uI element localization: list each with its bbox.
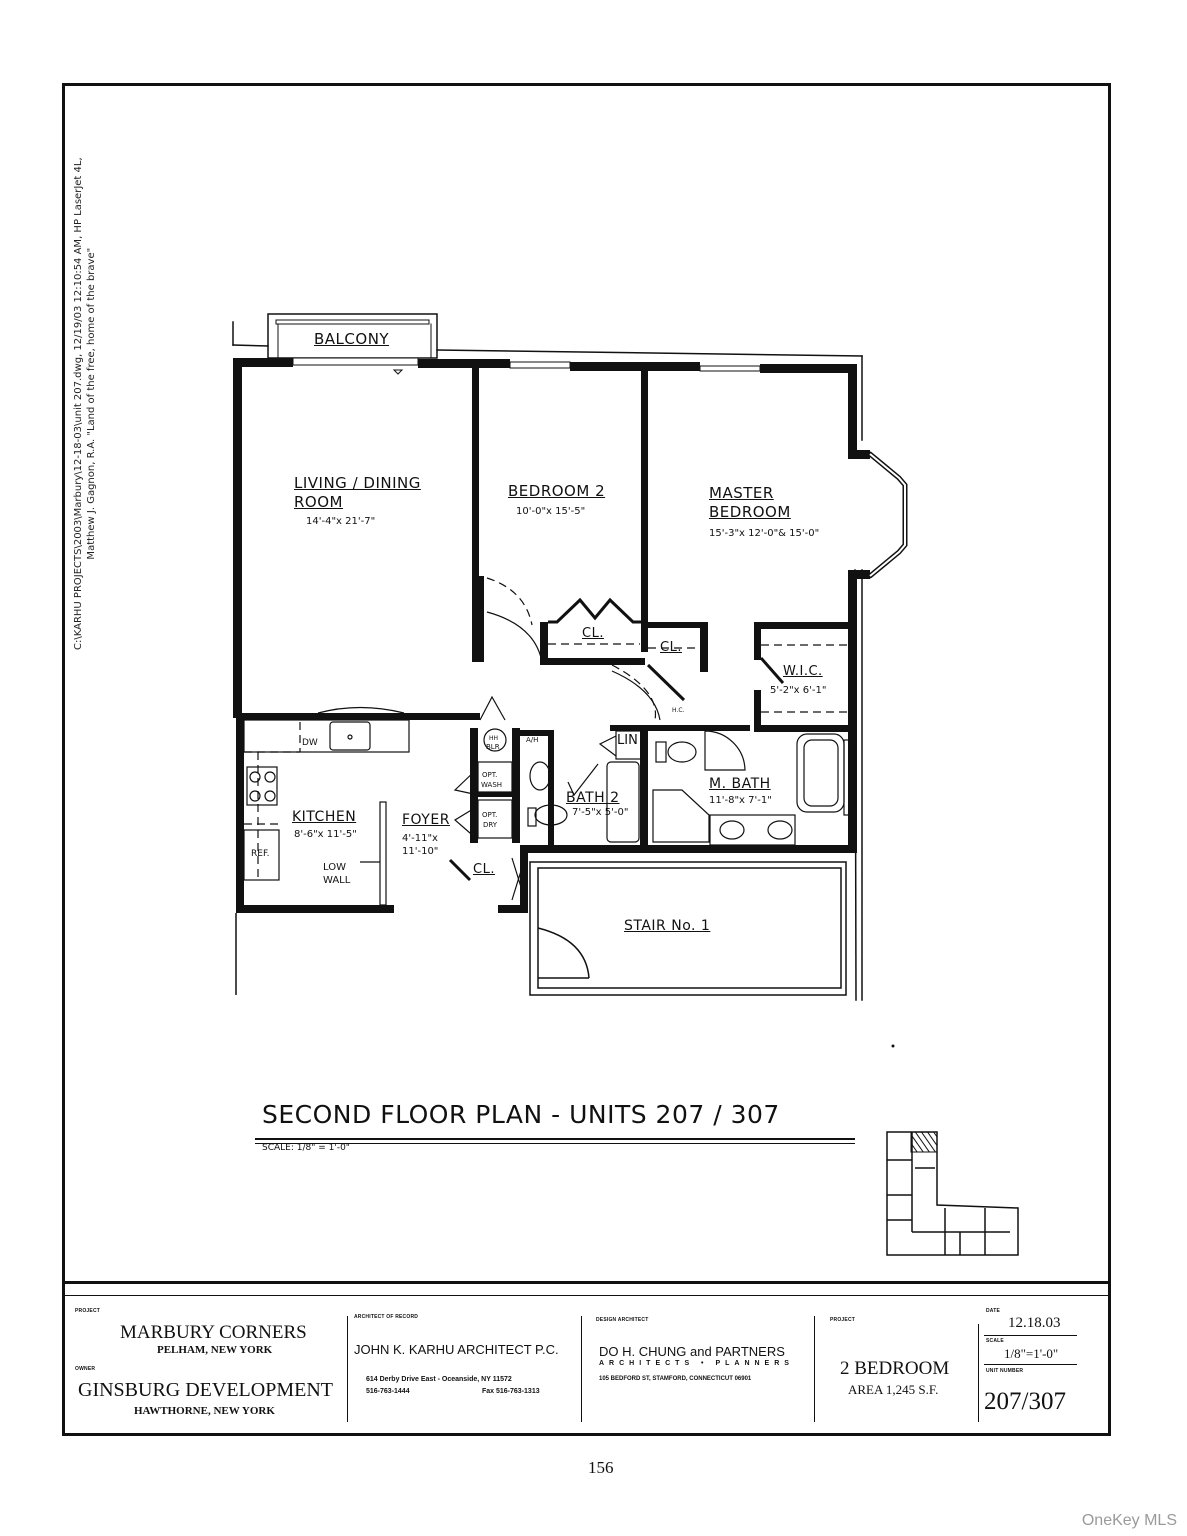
master-bedroom-label-line2: BEDROOM	[709, 503, 791, 521]
foyer-label: FOYER	[402, 812, 450, 828]
master-bedroom-label: MASTER	[709, 484, 774, 502]
living-dining-dimensions: 14'-4"x 21'-7"	[306, 516, 376, 527]
balcony-label: BALCONY	[314, 330, 390, 348]
owner-caption: OWNER	[75, 1366, 96, 1372]
bedroom2-label: BEDROOM 2	[508, 482, 606, 500]
plan-title: SECOND FLOOR PLAN - UNITS 207 / 307	[262, 1100, 780, 1129]
title-block: PROJECT MARBURY CORNERS PELHAM, NEW YORK…	[62, 1281, 1111, 1436]
project-location: PELHAM, NEW YORK	[157, 1344, 273, 1356]
unit-type-caption: PROJECT	[830, 1317, 856, 1323]
drawing-date: 12.18.03	[1008, 1315, 1061, 1331]
plan-scale: SCALE: 1/8" = 1'-0"	[262, 1143, 350, 1153]
title-block-divider	[347, 1316, 348, 1422]
hot-water-label: HH	[489, 735, 499, 742]
master-bath-dimensions: 11'-8"x 7'-1"	[709, 795, 772, 806]
living-dining-label-line2: ROOM	[294, 493, 343, 511]
onekey-mls-watermark: OneKey MLS	[1081, 1512, 1177, 1529]
refrigerator-label: REF.	[251, 849, 270, 859]
boiler-label: BLR	[486, 743, 500, 751]
air-handler-label: A/H	[526, 736, 539, 744]
project-caption: PROJECT	[75, 1308, 101, 1314]
closet-label-bedroom2: CL.	[582, 626, 604, 641]
closet-label-master: CL.	[660, 640, 682, 655]
date-rule	[984, 1335, 1077, 1336]
foyer-dimensions-line2: 11'-10"	[402, 846, 439, 857]
date-caption: DATE	[986, 1308, 1001, 1314]
architect-address: 614 Derby Drive East - Oceanside, NY 115…	[366, 1376, 512, 1383]
drawing-scale: 1/8"=1'-0"	[1004, 1346, 1059, 1361]
unit-number: 207/307	[984, 1388, 1066, 1415]
unit-number-caption: UNIT NUMBER	[986, 1368, 1024, 1374]
unit-area: AREA 1,245 S.F.	[848, 1382, 939, 1397]
living-dining-label: LIVING / DINING	[294, 474, 421, 492]
stair-label: STAIR No. 1	[624, 918, 711, 934]
design-architect-address: 105 BEDFORD ST, STAMFORD, CONNECTICUT 06…	[599, 1376, 752, 1382]
architect-name: JOHN K. KARHU ARCHITECT P.C.	[354, 1342, 559, 1357]
bath2-dimensions: 7'-5"x 5'-0"	[572, 807, 629, 818]
scale-caption: SCALE	[986, 1338, 1004, 1344]
master-bedroom-dimensions: 15'-3"x 12'-0"& 15'-0"	[709, 528, 820, 539]
master-bath-label: M. BATH	[709, 776, 771, 792]
architect-phone: 516-763-1444	[366, 1388, 410, 1395]
project-name: MARBURY CORNERS	[120, 1322, 307, 1343]
bath2-label: BATH 2	[566, 790, 620, 806]
opt-wash-label-line2: WASH	[481, 781, 503, 789]
owner-name: GINSBURG DEVELOPMENT	[78, 1379, 333, 1401]
architect-caption: ARCHITECT OF RECORD	[354, 1314, 419, 1320]
title-block-rule	[62, 1295, 1111, 1296]
opt-dry-label-line2: DRY	[483, 821, 498, 829]
low-wall-label-line2: WALL	[323, 875, 351, 886]
foyer-dimensions: 4'-11"x	[402, 833, 438, 844]
low-wall-label: LOW	[323, 862, 346, 873]
title-block-divider	[978, 1324, 979, 1422]
opt-wash-label: OPT.	[482, 771, 498, 779]
design-architect-name: DO H. CHUNG and PARTNERS	[599, 1344, 785, 1359]
design-architect-subtitle: ARCHITECTS • PLANNERS	[599, 1360, 794, 1367]
closet-label-foyer: CL.	[473, 862, 495, 877]
page-number: 156	[588, 1458, 614, 1477]
opt-dry-label: OPT.	[482, 811, 498, 819]
drawing-sheet-border	[62, 83, 1111, 1436]
scale-rule	[984, 1364, 1077, 1365]
kitchen-dimensions: 8'-6"x 11'-5"	[294, 829, 357, 840]
dishwasher-label: DW	[302, 738, 318, 748]
kitchen-label: KITCHEN	[292, 809, 357, 825]
plan-title-rule	[255, 1138, 855, 1144]
wic-label: W.I.C.	[783, 664, 823, 679]
linen-closet-label: LIN	[617, 733, 638, 748]
unit-type: 2 BEDROOM	[840, 1358, 950, 1379]
bedroom2-dimensions: 10'-0"x 15'-5"	[516, 506, 586, 517]
owner-location: HAWTHORNE, NEW YORK	[134, 1405, 275, 1417]
title-block-divider	[581, 1316, 582, 1422]
title-block-divider	[814, 1316, 815, 1422]
architect-fax: Fax 516-763-1313	[482, 1388, 540, 1395]
wic-dimensions: 5'-2"x 6'-1"	[770, 685, 827, 696]
hc-label: H.C.	[672, 707, 685, 714]
design-architect-caption: DESIGN ARCHITECT	[596, 1317, 649, 1323]
